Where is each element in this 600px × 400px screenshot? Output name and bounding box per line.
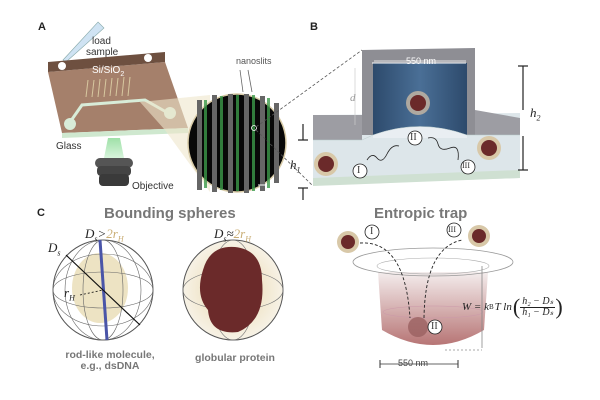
rh-sub: H: [69, 293, 75, 303]
state-iii: III: [462, 161, 470, 170]
load-sample-label: load: [92, 36, 111, 47]
formula-lhs: W = k: [462, 300, 489, 313]
glob-relation: Ds≈2rH: [214, 227, 251, 244]
ds-text: D: [48, 240, 58, 255]
d-label: d: [350, 92, 356, 104]
trap-state-i: I: [370, 226, 374, 237]
globular-sphere: [182, 239, 284, 341]
objective-icon: [95, 138, 133, 186]
trap-width-label: 550 nm: [398, 358, 429, 368]
h1-text: h: [290, 157, 297, 172]
glob-rhs-sub: H: [245, 234, 251, 244]
rod-lhs-sub: s: [94, 234, 98, 244]
state-i: I: [357, 165, 361, 176]
trap-state-circles: [364, 222, 462, 335]
entropic-trap-funnel: [352, 239, 514, 368]
entropic-trap-title: Entropic trap: [374, 205, 468, 222]
bounding-spheres-title: Bounding spheres: [104, 205, 236, 222]
rod-lhs: D: [85, 226, 95, 241]
rh-text: r: [64, 285, 70, 300]
rod-sphere: [52, 239, 154, 341]
rod-rhs: 2r: [106, 226, 118, 241]
rod-op: >: [97, 226, 107, 241]
panel-label-b: B: [310, 21, 318, 33]
objective-label: Objective: [132, 181, 174, 192]
glob-op: ≈: [226, 226, 234, 241]
ds-label: Ds: [48, 241, 61, 258]
trap-state-iii: III: [448, 225, 456, 234]
glob-lhs-sub: s: [223, 234, 227, 244]
glob-lhs: D: [214, 226, 224, 241]
h2-label: h2: [530, 106, 541, 123]
load-sample-label-2: sample: [86, 47, 119, 58]
trap-state-ii: II: [431, 321, 438, 332]
nanoslits-label: nanoslits: [236, 56, 272, 66]
rod-rhs-sub: H: [117, 234, 124, 244]
state-circles: [352, 130, 476, 179]
h2-sub: 2: [536, 113, 541, 123]
glass-label: Glass: [56, 141, 82, 152]
formula-numerator: h₂ − Dₛ: [520, 295, 556, 308]
h1-label: h1: [290, 158, 301, 175]
h1-sub: 1: [296, 165, 301, 175]
chip-label: Si/SiO2: [92, 65, 125, 79]
ds-sub: s: [57, 248, 61, 258]
chip-label-sub: 2: [120, 71, 125, 78]
protein-icon: [314, 91, 501, 176]
microscopy-image: [187, 93, 287, 193]
panel-label-c: C: [37, 207, 45, 219]
rod-relation: Ds>2rH: [85, 227, 124, 244]
glob-caption: globular protein: [195, 352, 275, 364]
formula-kb-sub: B: [488, 302, 494, 311]
nanoslit-diagram: [313, 48, 520, 186]
rh-label: rH: [64, 286, 75, 303]
rod-caption-line1: rod-like molecule,: [65, 349, 155, 361]
chip-label-text: Si/SiO: [92, 65, 121, 76]
glob-rhs: 2r: [233, 226, 246, 241]
state-ii: II: [410, 132, 417, 143]
formula-mid: T ln: [494, 300, 512, 313]
formula-denominator: h₁ − Dₛ: [522, 306, 554, 318]
protein-icon: [337, 225, 490, 253]
dimension-arrows: [298, 60, 528, 200]
channel-width-label: 550 nm: [406, 56, 437, 66]
h2-text: h: [530, 105, 537, 120]
rod-caption: rod-like molecule,e.g., dsDNA: [55, 350, 165, 371]
panel-label-a: A: [38, 21, 46, 33]
rod-caption-line2: e.g., dsDNA: [80, 359, 140, 372]
